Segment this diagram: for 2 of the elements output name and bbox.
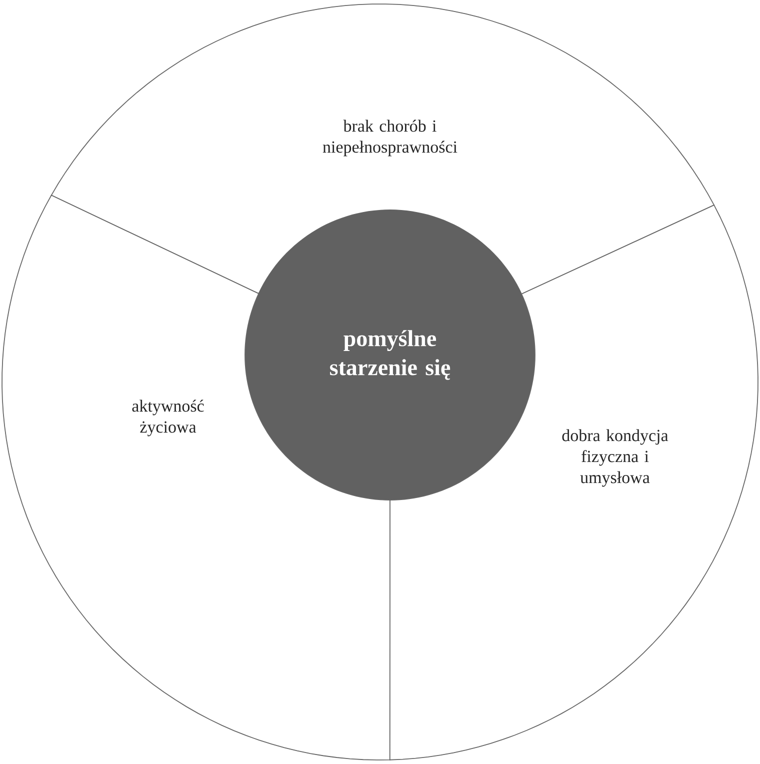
node-label: aktywność życiowa: [132, 400, 204, 436]
node-label: dobra kondycja fizyczna i umysłowa: [562, 429, 668, 487]
